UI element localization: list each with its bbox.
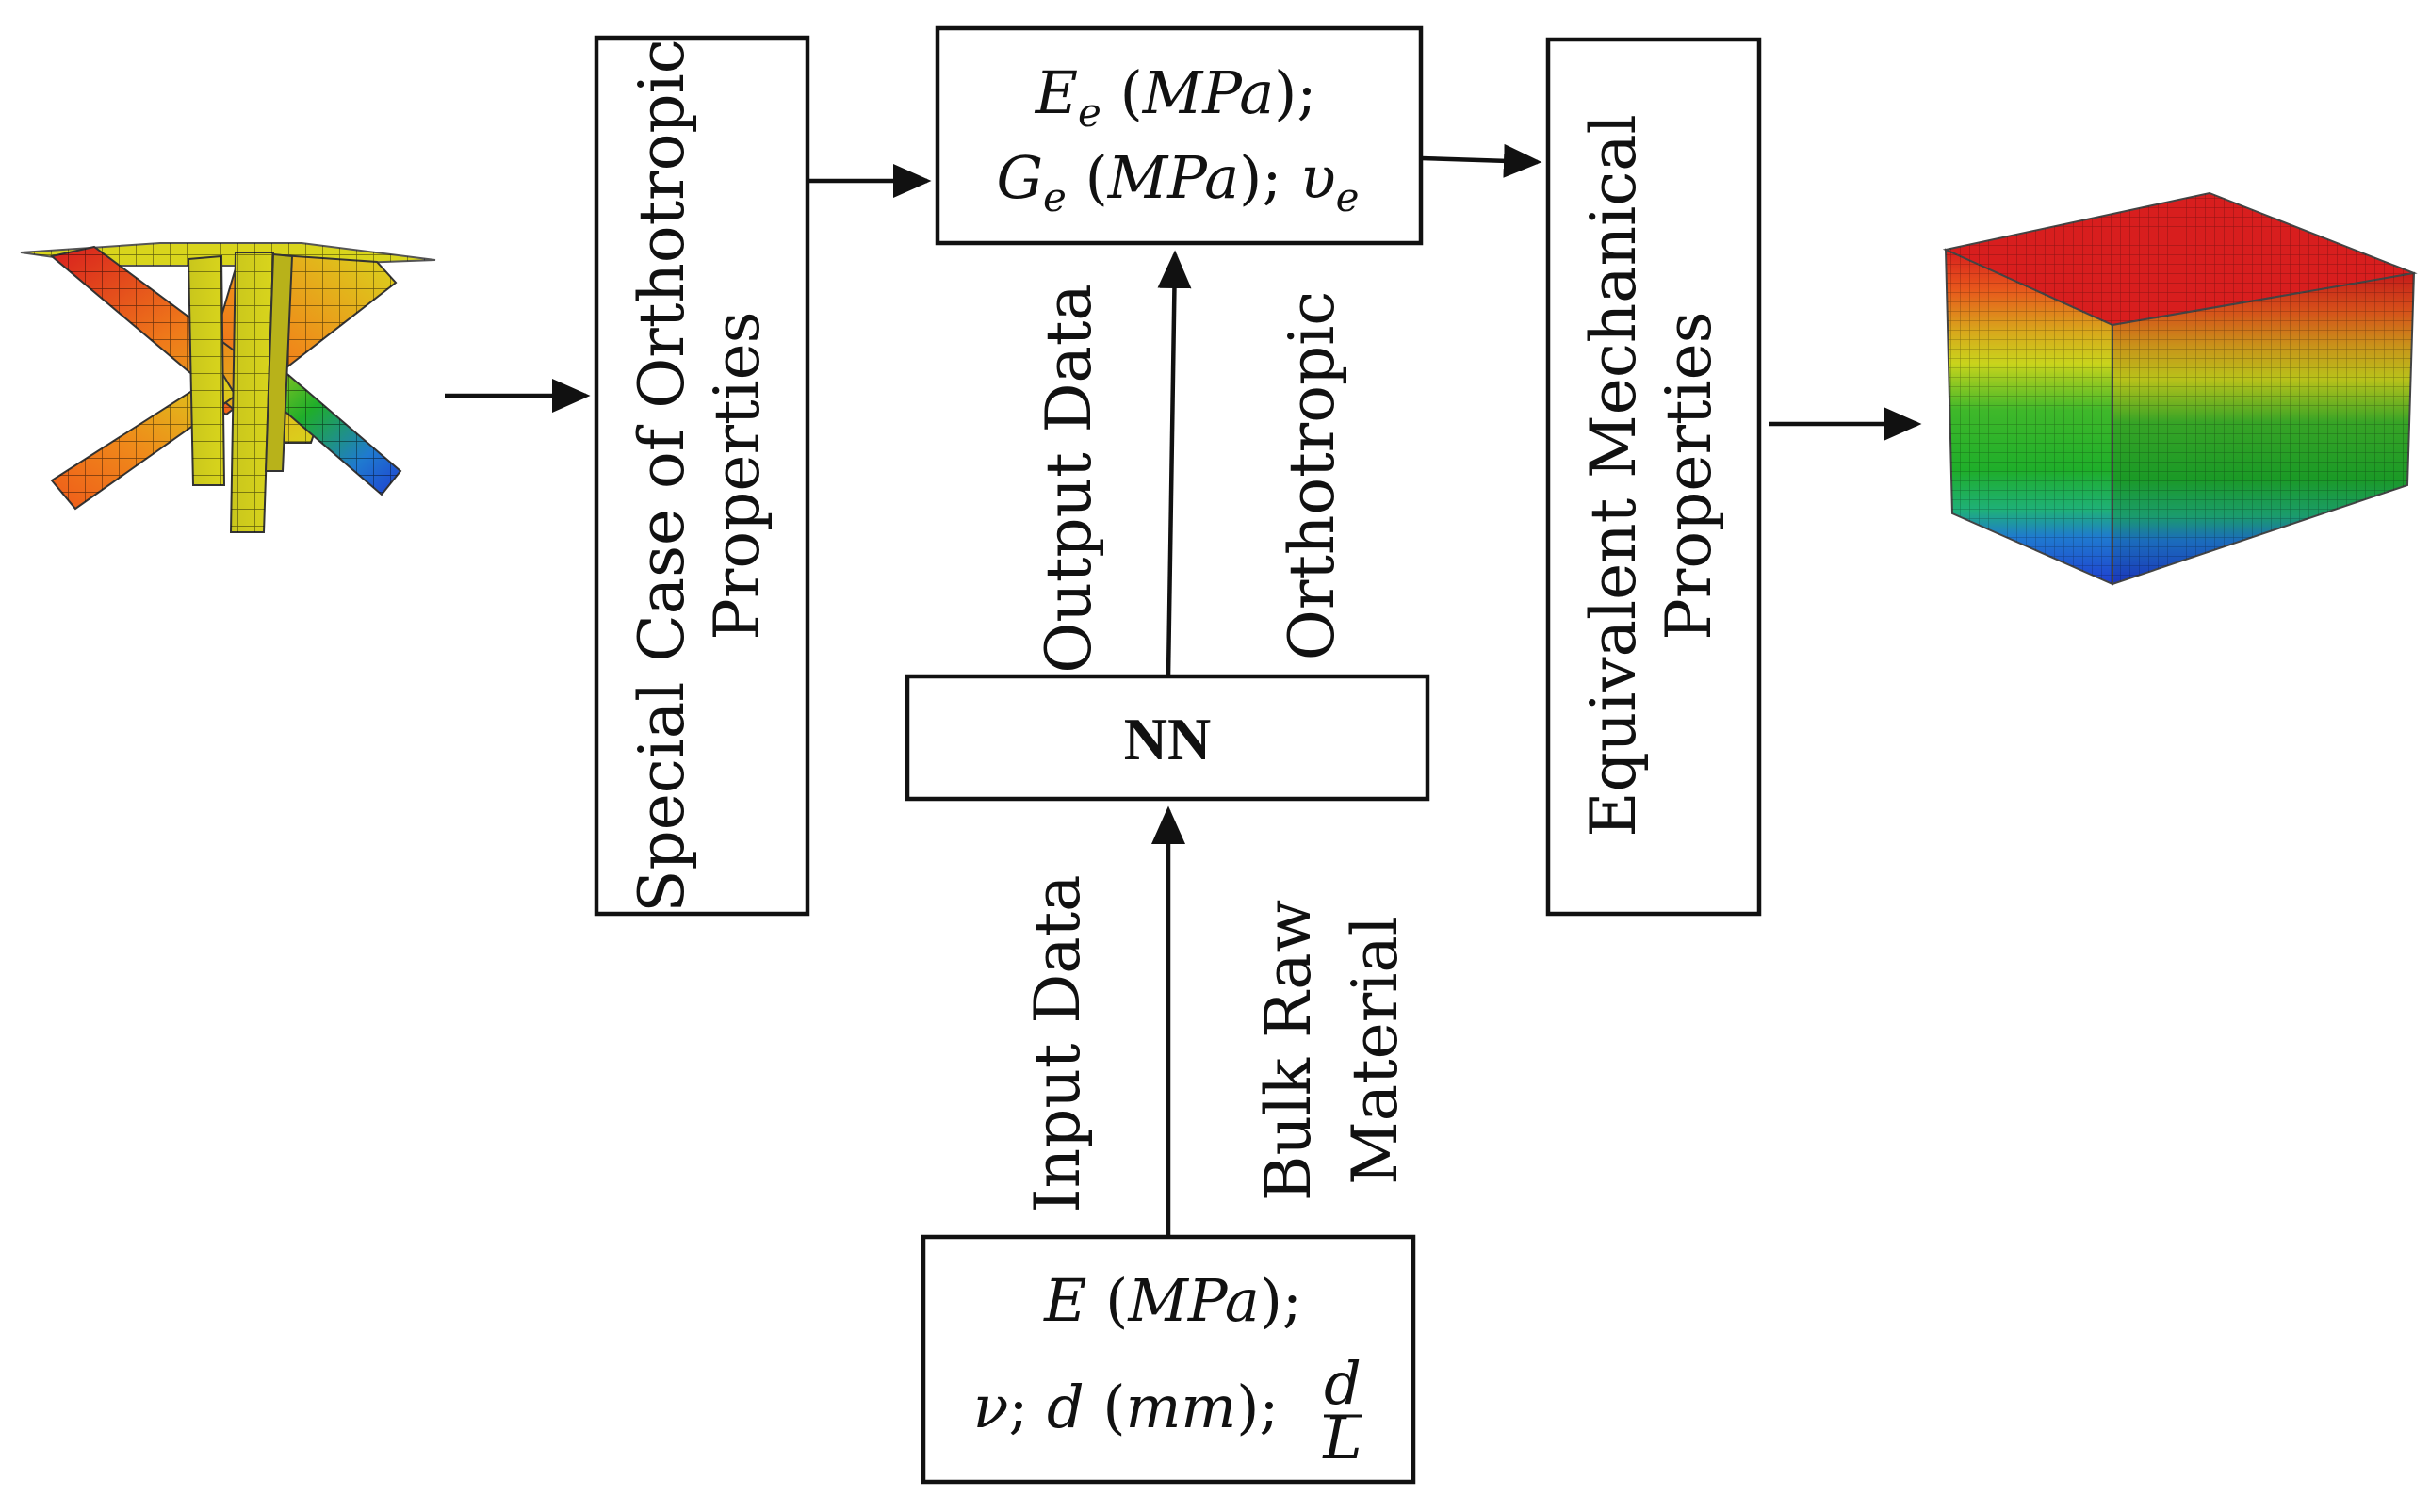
output-properties-text: Ee (MPa); Ge (MPa); υe [996,58,1359,220]
equivalent-label: Equivalent Mechanical Properties [1577,114,1725,837]
fraction-numerator: d [1324,1349,1362,1418]
input-properties-box [921,1234,1416,1485]
special-case-line2: Properties [701,311,774,640]
nn-label: NN [1124,706,1211,772]
equivalent-properties-box [1545,37,1762,917]
output-data-label: Output Data [1033,284,1105,674]
orthotropic-label: Orthotropic [1276,291,1348,661]
input-properties-text: E (MPa); ν; d (mm); d L [973,1266,1362,1472]
output-line2: Ge (MPa); υe [996,143,1359,220]
arrow-nn-to-output [1157,250,1192,677]
special-case-line1: Special Case of Orthotropic [626,39,698,912]
equivalent-line2: Properties [1653,311,1725,640]
input-data-label: Input Data [1021,875,1094,1213]
material-label: Material [1339,916,1411,1185]
input-line1: E (MPa); [1043,1266,1302,1335]
bulk-raw-label: Bulk Raw [1252,900,1325,1201]
special-case-box [594,35,810,917]
nn-box [905,674,1430,802]
arrow-output-to-equivalent [1420,143,1542,178]
special-case-label: Special Case of Orthotropic Properties [626,39,774,912]
homogenized-cube-image [1942,191,2418,586]
fraction-denominator: L [1322,1404,1362,1472]
equivalent-line1: Equivalent Mechanical [1577,114,1650,837]
lattice-unit-cell-image [20,242,436,533]
output-line1: Ee (MPa); [1035,58,1317,136]
input-line2: ν; d (mm); [973,1373,1280,1441]
output-properties-box [935,25,1424,246]
